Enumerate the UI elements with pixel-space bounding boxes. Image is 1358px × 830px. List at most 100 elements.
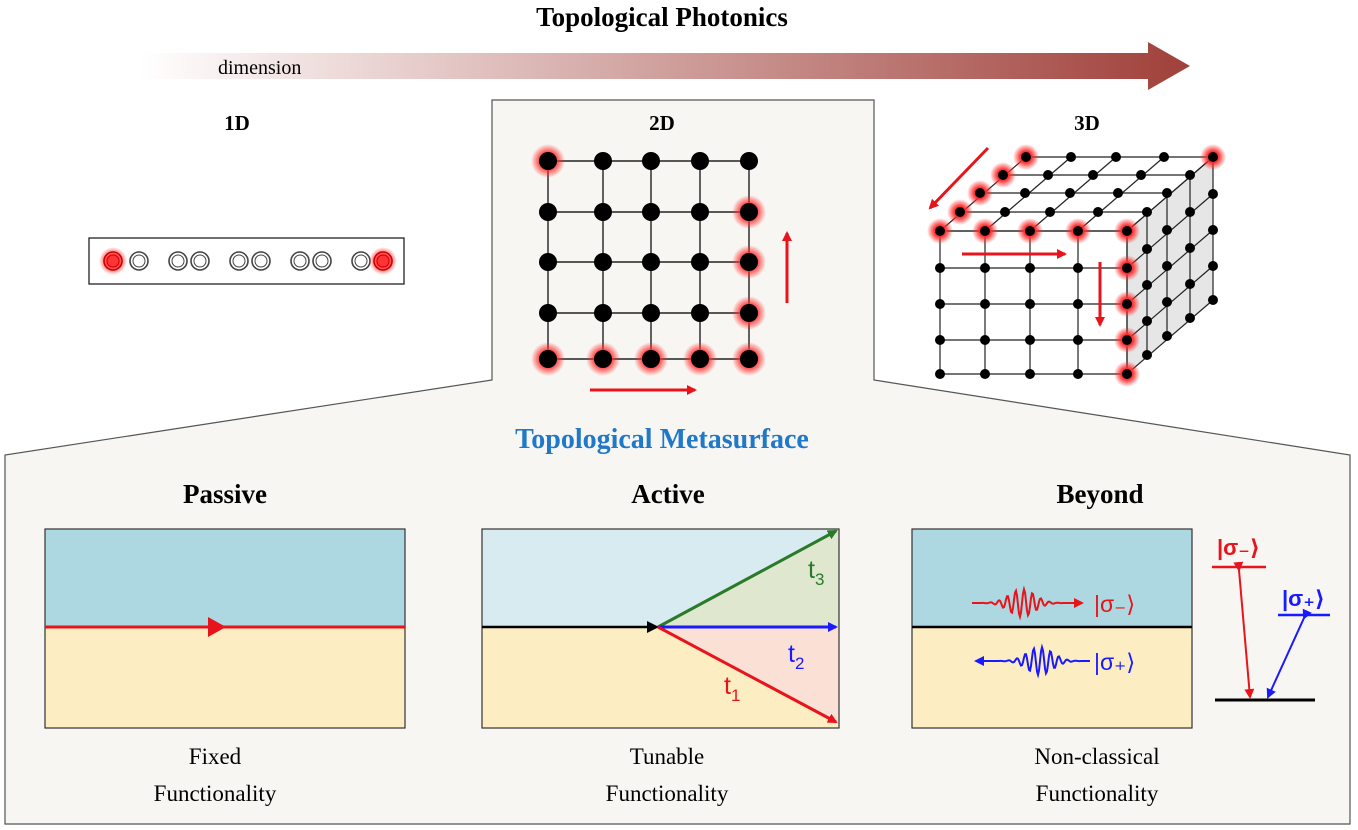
lattice-site: [1162, 225, 1172, 235]
lattice-site: [691, 350, 709, 368]
metasurface-title: Topological Metasurface: [515, 424, 809, 455]
lattice-site: [1025, 263, 1035, 273]
beyond-panel-frame: [911, 528, 1193, 729]
lattice-site: [740, 253, 758, 271]
passive-caption-1: Fixed: [189, 744, 242, 769]
ring-inner: [376, 254, 390, 268]
passive-panel: Passive Fixed Functionality: [44, 479, 406, 806]
lattice-site: [539, 304, 557, 322]
lattice-site: [1136, 170, 1146, 180]
lattice-site: [1185, 207, 1195, 217]
lattice-site: [1043, 170, 1053, 180]
lattice-site: [1185, 313, 1195, 323]
lattice-site: [980, 335, 990, 345]
t3-ray: [657, 529, 838, 629]
label-3d: 3D: [1074, 111, 1100, 135]
active-caption-2: Functionality: [606, 781, 729, 806]
lattice-site: [1208, 261, 1218, 271]
beyond-panel: Beyond |σ₋⟩ |σ₊⟩ Non-classical Functiona…: [911, 479, 1193, 806]
energy-level-diagram: |σ₋⟩ |σ₊⟩: [1212, 535, 1330, 702]
caption-2: Functionality: [1036, 781, 1159, 806]
lattice-site: [1122, 263, 1132, 273]
lattice-site: [1142, 244, 1152, 254]
dimension-label: dimension: [218, 57, 301, 79]
lattice-site: [642, 253, 660, 271]
lattice-site: [539, 203, 557, 221]
lattice-site: [1045, 207, 1055, 217]
lattice-site: [1025, 369, 1035, 379]
ring-resonator: [190, 251, 210, 271]
ring-inner: [171, 254, 185, 268]
ring-resonator: [290, 251, 310, 271]
lattice-site: [1073, 369, 1083, 379]
passive-edge-arrowhead: [208, 617, 226, 637]
dimension-arrow: [140, 42, 1190, 90]
lattice-site: [1159, 152, 1169, 162]
lattice-site: [539, 152, 557, 170]
ring-resonator: [129, 251, 149, 271]
transition-plus: [1266, 608, 1312, 699]
state-plus-label: |σ₊⟩: [1094, 649, 1135, 675]
lattice-site: [1065, 188, 1075, 198]
lattice-site: [539, 253, 557, 271]
ring-inner: [315, 254, 329, 268]
ring-resonator: [168, 251, 188, 271]
chain-1d: [99, 247, 397, 275]
lattice-site: [1142, 207, 1152, 217]
lattice-site: [980, 299, 990, 309]
state-minus-label: |σ₋⟩: [1094, 591, 1135, 617]
lattice-site: [1185, 170, 1195, 180]
edge-glow: [99, 247, 127, 275]
lattice-site: [1185, 243, 1195, 253]
lattice-site: [1142, 316, 1152, 326]
ring-inner: [293, 254, 307, 268]
lattice-site: [1142, 280, 1152, 290]
lattice-site: [935, 299, 945, 309]
active-panel: Active t3 t2 t1 Tunable Functionality: [481, 479, 840, 806]
lattice-site: [740, 350, 758, 368]
lattice-site: [691, 152, 709, 170]
ring-inner: [232, 254, 246, 268]
lattice-site: [691, 304, 709, 322]
lattice-site: [1066, 152, 1076, 162]
lattice-site: [1025, 226, 1035, 236]
active-title: Active: [631, 479, 704, 509]
lattice-site: [980, 226, 990, 236]
lattice-site: [998, 170, 1008, 180]
lattice-site: [1073, 335, 1083, 345]
lattice-site: [980, 263, 990, 273]
level-minus-label: |σ₋⟩: [1217, 535, 1260, 560]
active-panel-frame: [481, 528, 840, 729]
ring-resonator: [251, 251, 271, 271]
lattice-2d: [531, 144, 766, 376]
t2-label: t2: [788, 640, 804, 673]
t1-ray: [657, 625, 838, 724]
lattice-site: [740, 304, 758, 322]
lattice-site: [594, 152, 612, 170]
lattice-site: [1162, 261, 1172, 271]
edge-glow: [369, 247, 397, 275]
lattice-site: [1208, 225, 1218, 235]
lattice-site: [1020, 188, 1030, 198]
passive-title: Passive: [183, 479, 267, 509]
figure-title: Topological Photonics: [536, 2, 788, 32]
lattice-site: [1025, 335, 1035, 345]
edge-arrow-3d-diag: [928, 146, 990, 210]
t3-label: t3: [808, 556, 824, 589]
ring-inner: [132, 254, 146, 268]
wavepacket-blue: [989, 643, 1091, 679]
ring-inner: [193, 254, 207, 268]
ring-inner: [354, 254, 368, 268]
lattice-site: [1113, 188, 1123, 198]
label-1d: 1D: [224, 111, 250, 135]
lattice-site: [1122, 335, 1132, 345]
lattice-site: [1122, 369, 1132, 379]
lattice-site: [642, 350, 660, 368]
lattice-site: [980, 369, 990, 379]
lattice-site: [1162, 297, 1172, 307]
lattice-site: [539, 350, 557, 368]
ring-resonator: [373, 251, 393, 271]
lattice-site: [1162, 188, 1172, 198]
t1-label: t1: [724, 672, 740, 705]
